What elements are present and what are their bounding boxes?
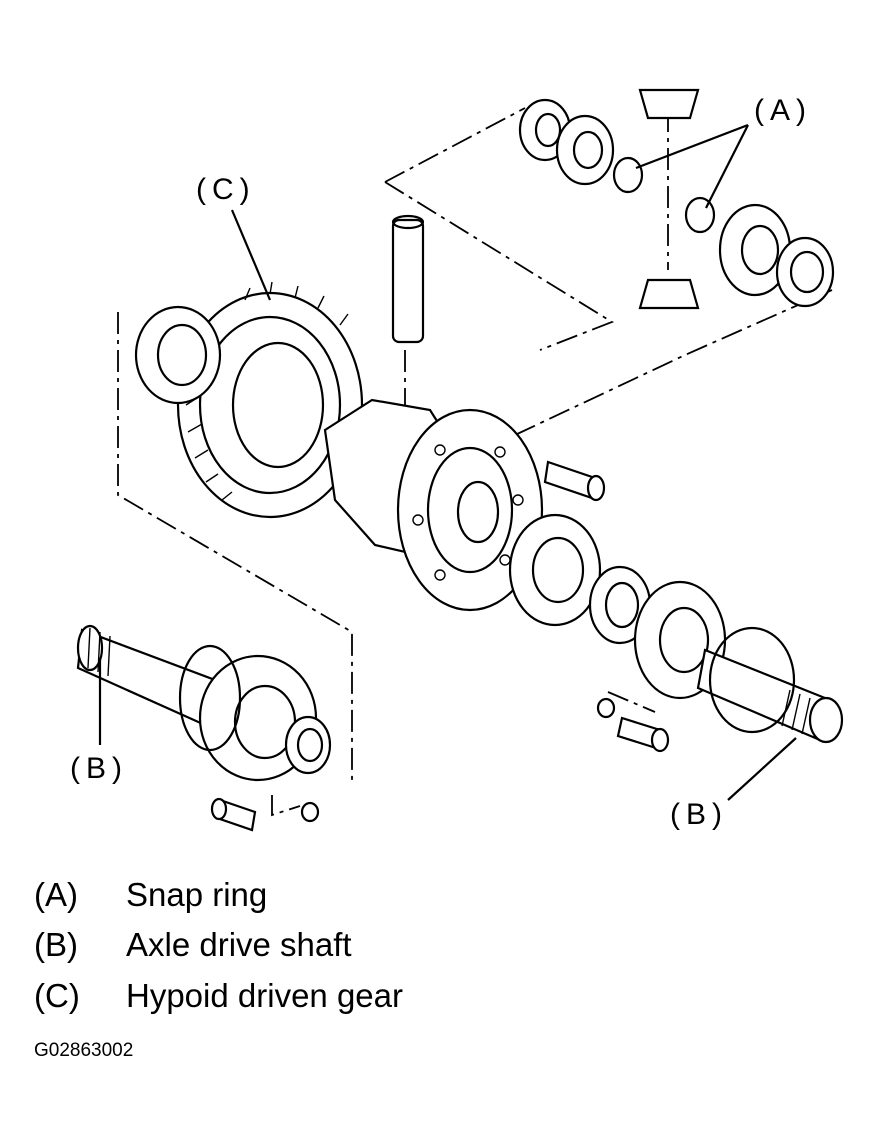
legend-code: (B) bbox=[34, 926, 78, 963]
legend-text: Hypoid driven gear bbox=[126, 977, 403, 1014]
figure-id: G02863002 bbox=[34, 1040, 134, 1061]
legend-code: (C) bbox=[34, 977, 80, 1014]
right-bearing-cup bbox=[588, 565, 652, 645]
legend-item-hypoid-driven-gear: (C) Hypoid driven gear bbox=[34, 977, 403, 1015]
right-side-bolt bbox=[596, 697, 670, 753]
callout-b-left: (B) bbox=[70, 752, 128, 785]
legend-item-axle-drive-shaft: (B) Axle drive shaft bbox=[34, 926, 352, 964]
right-bearing bbox=[508, 513, 602, 627]
legend-code: (A) bbox=[34, 876, 78, 913]
assembly-guide-lines bbox=[117, 107, 833, 817]
left-axle-drive-shaft bbox=[76, 624, 332, 782]
right-axle-drive-shaft bbox=[696, 626, 844, 744]
legend-item-snap-ring: (A) Snap ring bbox=[34, 876, 267, 914]
exploded-differential-diagram bbox=[76, 88, 844, 832]
case-bolt bbox=[543, 460, 606, 502]
snap-rings bbox=[612, 156, 716, 234]
legend-text: Axle drive shaft bbox=[126, 926, 352, 963]
callout-a: (A) bbox=[754, 94, 812, 127]
hypoid-driven-gear bbox=[176, 281, 364, 519]
left-side-bolt bbox=[210, 797, 320, 832]
differential-case bbox=[323, 398, 544, 612]
side-gear-cluster bbox=[518, 88, 835, 310]
callout-b-right: (B) bbox=[670, 798, 728, 831]
left-bearing-cup bbox=[134, 305, 222, 405]
leader-lines bbox=[98, 123, 797, 801]
pinion-shaft bbox=[391, 214, 425, 344]
legend-text: Snap ring bbox=[126, 876, 268, 913]
callout-c: (C) bbox=[196, 173, 256, 206]
